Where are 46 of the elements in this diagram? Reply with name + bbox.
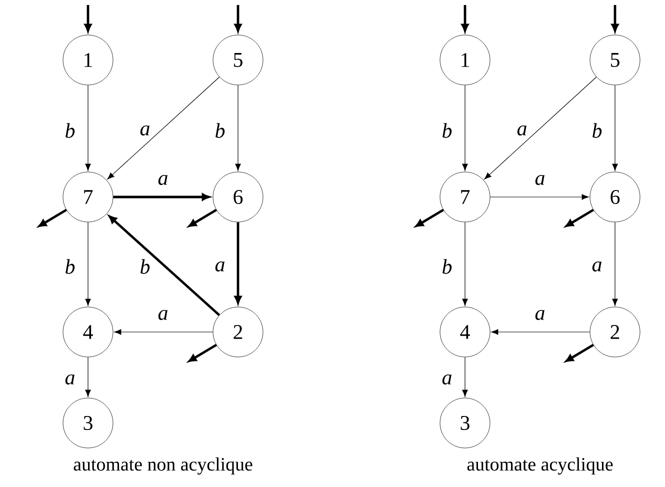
edge-label: a xyxy=(215,261,224,272)
final-arrow xyxy=(188,208,217,227)
edge-label: a xyxy=(535,174,544,186)
transition-arrow xyxy=(491,329,590,335)
edge-label: b xyxy=(66,259,75,274)
final-arrow xyxy=(416,208,444,227)
transition-arrow xyxy=(234,222,242,304)
final-arrow xyxy=(566,344,594,362)
transition-arrow xyxy=(462,222,468,306)
transition-arrow xyxy=(612,222,618,306)
edge-label: a xyxy=(158,310,168,320)
transition-arrow xyxy=(113,193,210,201)
final-arrow xyxy=(566,208,594,227)
caption: automate non acyclique xyxy=(74,457,252,475)
transition-arrow xyxy=(490,194,589,200)
transition-arrow xyxy=(114,329,214,335)
edge-label: a xyxy=(140,125,150,136)
transition-arrow xyxy=(108,216,220,316)
transition-arrow xyxy=(462,356,468,397)
edge-label: b xyxy=(442,123,452,138)
start-arrow xyxy=(611,5,619,32)
transition-arrow xyxy=(107,76,220,180)
transition-arrow xyxy=(85,222,91,306)
start-arrow xyxy=(461,5,469,32)
edge-label: a xyxy=(592,261,602,272)
edge-label: a xyxy=(517,125,526,136)
edge-label: a xyxy=(535,310,544,320)
final-arrow xyxy=(38,208,67,227)
edge-label: b xyxy=(216,123,225,138)
final-arrow xyxy=(188,344,217,362)
transition-arrow xyxy=(235,84,241,171)
edge-label: a xyxy=(158,174,168,186)
edge-label: b xyxy=(66,123,75,138)
start-arrow xyxy=(234,5,242,32)
caption: automate acyclique xyxy=(467,457,613,475)
edge-label: b xyxy=(592,123,602,138)
edge-label: a xyxy=(442,374,452,385)
edge-label: b xyxy=(140,259,150,274)
transition-arrow xyxy=(462,84,468,171)
edge-label: a xyxy=(65,374,74,385)
start-arrow xyxy=(84,5,92,32)
transition-arrow xyxy=(612,84,618,171)
transition-arrow xyxy=(484,76,597,180)
transition-arrow xyxy=(85,356,91,397)
edge-label: b xyxy=(442,259,452,274)
transition-arrow xyxy=(85,84,91,171)
